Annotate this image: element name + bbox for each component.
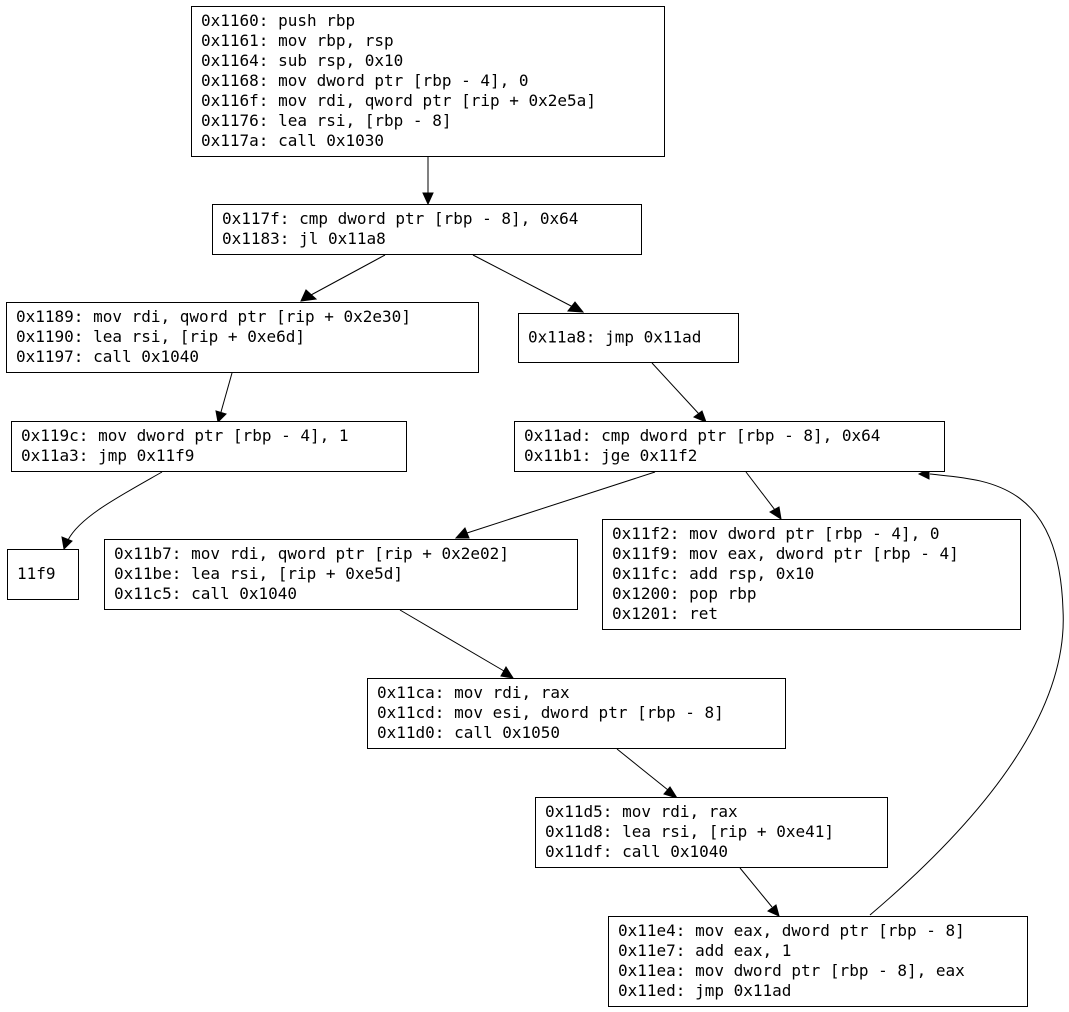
instruction-line: 0x11e4: mov eax, dword ptr [rbp - 8] [618,921,965,940]
edge-line [310,254,386,296]
block-frame [535,797,888,868]
instruction-line: 0x1164: sub rsp, 0x10 [201,51,403,70]
block-frame [367,678,786,749]
instruction-line: 0x11f2: mov dword ptr [rbp - 4], 0 [612,524,940,543]
basic-block-1189: 0x1189: mov rdi, qword ptr [rip + 0x2e30… [6,302,479,373]
instruction-line: 0x1176: lea rsi, [rbp - 8] [201,111,451,130]
edge-line [466,471,656,534]
instruction-line: 0x1189: mov rdi, qword ptr [rip + 0x2e30… [16,307,411,326]
block-frame [212,204,642,255]
instruction-line: 0x11cd: mov esi, dword ptr [rbp - 8] [377,703,724,722]
edge-line [399,609,505,672]
edge-line [616,748,669,791]
instruction-line: 0x1161: mov rbp, rsp [201,31,394,50]
edge-b11ad-to-b11b7 [454,471,656,539]
instruction-line: 0x117f: cmp dword ptr [rbp - 8], 0x64 [222,209,578,228]
instruction-line: 0x11a3: jmp 0x11f9 [21,446,194,465]
edge-b1189-to-b119c [215,372,233,424]
block-frame [11,421,407,472]
instruction-line: 0x1190: lea rsi, [rip + 0xe6d] [16,327,305,346]
instruction-line: 0x1201: ret [612,604,718,623]
arrowhead-icon [767,904,780,917]
instruction-line: 0x11d0: call 0x1050 [377,723,560,742]
arrowhead-icon [422,192,434,206]
instruction-line: 0x11e7: add eax, 1 [618,941,791,960]
instruction-line: 0x1160: push rbp [201,11,355,30]
edge-b11b7-to-b11ca [399,609,515,679]
arrowhead-icon [693,410,707,423]
instruction-line: 0x11ad: cmp dword ptr [rbp - 8], 0x64 [524,426,880,445]
block-frame [602,519,1021,630]
basic-block-11ad: 0x11ad: cmp dword ptr [rbp - 8], 0x640x1… [514,421,945,472]
block-frame [518,313,739,363]
instruction-line: 0x116f: mov rdi, qword ptr [rip + 0x2e5a… [201,91,596,110]
block-frame [6,302,479,373]
instruction-line: 0x11a8: jmp 0x11ad [528,328,701,347]
edges-layer [61,157,1064,917]
edge-line [869,473,1064,916]
edge-line [745,471,776,511]
arrowhead-icon [663,786,679,799]
instruction-line: 0x117a: call 0x1030 [201,131,384,150]
arrowhead-icon [61,536,73,551]
basic-block-11b7: 0x11b7: mov rdi, qword ptr [rip + 0x2e02… [104,539,578,610]
edge-b117f-to-b11a8 [472,254,585,313]
instruction-line: 0x11f9: mov eax, dword ptr [rbp - 4] [612,544,959,563]
instruction-line: 0x11ca: mov rdi, rax [377,683,570,702]
basic-block-117f: 0x117f: cmp dword ptr [rbp - 8], 0x640x1… [212,204,642,255]
instruction-line: 0x11ea: mov dword ptr [rbp - 8], eax [618,961,965,980]
instruction-line: 0x1168: mov dword ptr [rbp - 4], 0 [201,71,529,90]
edge-b117f-to-b1189 [300,254,386,302]
arrowhead-icon [500,666,515,679]
basic-block-119c: 0x119c: mov dword ptr [rbp - 4], 10x11a3… [11,421,407,472]
instruction-line: 0x11d8: lea rsi, [rip + 0xe41] [545,822,834,841]
edge-b11d5-to-b11e4 [739,867,780,917]
basic-block-11f2: 0x11f2: mov dword ptr [rbp - 4], 00x11f9… [602,519,1021,630]
instruction-line: 0x11b1: jge 0x11f2 [524,446,697,465]
edge-b11a8-to-b11ad [651,362,707,423]
edge-line [220,372,233,413]
instruction-line: 0x11fc: add rsp, 0x10 [612,564,814,583]
basic-block-11a8: 0x11a8: jmp 0x11ad [518,313,739,363]
edge-line [739,867,773,908]
instruction-line: 0x11d5: mov rdi, rax [545,802,738,821]
instruction-line: 0x11be: lea rsi, [rip + 0xe5d] [114,564,403,583]
edge-line [67,471,163,541]
instruction-line: 0x11c5: call 0x1040 [114,584,297,603]
basic-block-11e4: 0x11e4: mov eax, dword ptr [rbp - 8]0x11… [608,916,1028,1007]
edge-line [651,362,700,415]
edge-b119c-to-b11f9 [61,471,163,551]
edge-line [472,254,574,308]
block-frame [7,549,79,600]
instruction-line: 0x1183: jl 0x11a8 [222,229,386,248]
block-frame [514,421,945,472]
instruction-line: 11f9 [17,564,56,583]
edge-b1160-to-b117f [422,157,434,206]
arrowhead-icon [567,301,585,313]
instruction-line: 0x119c: mov dword ptr [rbp - 4], 1 [21,426,349,445]
edge-b11ad-to-b11f2 [745,471,782,521]
instruction-line: 0x1197: call 0x1040 [16,347,199,366]
edge-b11ca-to-b11d5 [616,748,679,799]
instruction-line: 0x11df: call 0x1040 [545,842,728,861]
arrowhead-icon [300,289,318,302]
arrowhead-icon [454,527,470,539]
block-frame [104,539,578,610]
block-frame [191,6,665,157]
instruction-line: 0x11ed: jmp 0x11ad [618,981,791,1000]
basic-block-11f9: 11f9 [7,549,79,600]
instruction-line: 0x1200: pop rbp [612,584,757,603]
block-frame [608,916,1028,1007]
arrowhead-icon [769,506,782,521]
instruction-line: 0x11b7: mov rdi, qword ptr [rip + 0x2e02… [114,544,509,563]
arrowhead-icon [215,410,227,424]
